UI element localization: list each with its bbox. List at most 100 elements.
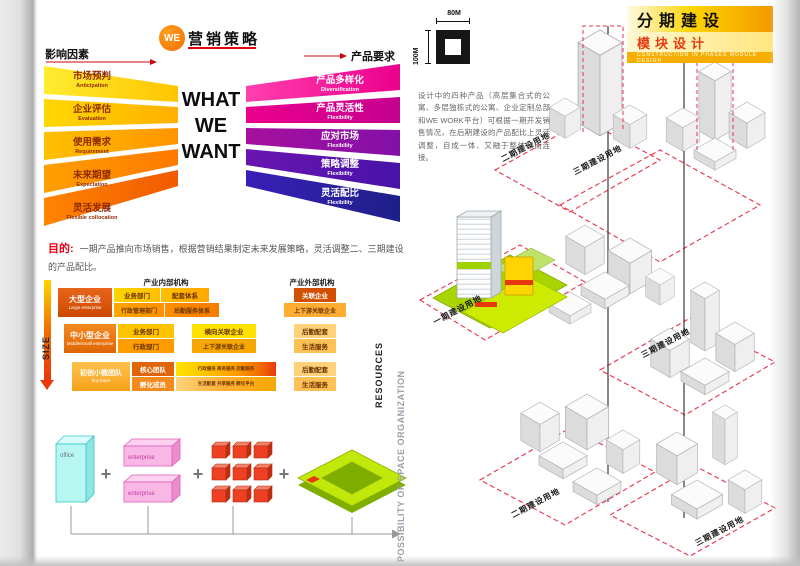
org-row-tiny-team: 初创小微团队 tiny team: [72, 362, 130, 391]
factor-sublabel: Requirement: [75, 149, 109, 155]
left-heading: 影响因素: [45, 49, 89, 61]
plus-sign: +: [101, 464, 112, 484]
scale-tick: [425, 30, 431, 31]
internal-org-header: 产业内部机构: [143, 278, 189, 287]
requirement-label: 灵活配比: [320, 187, 360, 199]
right-arrow-icon: [150, 59, 157, 65]
iso-building: [712, 404, 738, 466]
org-cell: 业务部门: [114, 288, 160, 302]
phase-label: 二期建设用地: [509, 486, 561, 520]
funnel-right-labels: 产品多样化 Diversification 产品灵活性 Flexibility …: [316, 74, 364, 206]
org-cell-external: 后勤配套: [294, 324, 336, 338]
factor-sublabel: Anticipation: [76, 83, 108, 89]
org-cell: 行政部门: [118, 339, 174, 353]
red-accent: [306, 476, 320, 483]
funnel-right-bars: [246, 64, 400, 222]
office-label: office: [60, 453, 75, 459]
possibility-vertical-label: POSSIBILITY OF SPACE ORGANIZATION: [396, 370, 406, 562]
purpose-label: 目的:: [48, 243, 74, 255]
enterprise-box: enterprise: [122, 474, 182, 503]
enterprise-label: enterprise: [128, 455, 155, 461]
org-row-label: 初创小微团队: [80, 369, 122, 377]
funnel-left-labels: 市场预判 Anticipation 企业评估 Evaluation 使用需求 R…: [66, 70, 118, 221]
org-cell: 上下游关联企业: [192, 339, 256, 353]
unit-cubes-grid: [211, 441, 273, 503]
iso-building: [693, 137, 737, 171]
requirement-label: 产品灵活性: [316, 102, 364, 114]
size-axis-label: SIZE: [41, 335, 51, 360]
org-row-large-enterprise: 大型企业 Large enterprise: [58, 288, 112, 317]
phase-label: 三期建设用地: [571, 143, 623, 177]
enterprise-box: enterprise: [122, 438, 182, 467]
iso-building: [665, 107, 701, 152]
org-row-label: 中小型企业: [70, 331, 110, 341]
iso-building: [572, 467, 622, 506]
what-we-want-text: WHAT WE WANT: [173, 87, 249, 165]
factor-label: 市场预判: [73, 70, 111, 82]
org-cell-external: 上下游关联企业: [284, 303, 346, 317]
org-cell: 横向关联企业: [192, 324, 256, 338]
org-cell-external: 后勤配套: [294, 362, 336, 376]
org-cell-segmented: 生活配套 共享服务 孵化平台: [176, 377, 276, 391]
scale-tick: [436, 18, 437, 24]
plus-sign: +: [193, 464, 204, 484]
iso-building: [549, 97, 581, 139]
requirement-label: 策略调整: [320, 158, 360, 170]
center-line: WANT: [181, 141, 241, 163]
iso-building: [520, 401, 560, 452]
right-arrow-icon: [392, 529, 401, 539]
requirement-sublabel: Flexibility: [327, 143, 353, 149]
iso-building: [690, 281, 720, 352]
org-row-middle-small-enterprise: 中小型企业 Middle/small enterprise: [64, 324, 116, 353]
building-cluster-bottom: [520, 393, 641, 506]
size-arrowhead-icon: [40, 380, 54, 390]
site-axonometric-diagram: 二期建设用地 三期建设用地 一期建设用地 三期建设用地 二期建设用地 三期建设用…: [418, 25, 777, 557]
marketing-title: 营销策略: [188, 31, 261, 48]
org-cell: 业务部门: [118, 324, 174, 338]
iso-building: [727, 469, 763, 514]
scale-tick: [425, 63, 431, 64]
marketing-funnel-graphic: 市场预判 Anticipation 企业评估 Evaluation 使用需求 R…: [44, 53, 400, 226]
requirement-label: 产品多样化: [316, 74, 364, 86]
red-band: [475, 302, 497, 307]
requirement-sublabel: Flexibility: [327, 171, 353, 177]
red-band: [505, 280, 533, 285]
scale-width-label: 80M: [447, 10, 461, 17]
center-line: WE: [194, 115, 228, 137]
right-arrow-icon: [340, 53, 347, 59]
requirement-sublabel: Flexibility: [327, 200, 353, 206]
factor-sublabel: Flexible collocation: [66, 215, 118, 221]
phasing-description: 设计中的四种产品（高层集合式的公寓、多层独栋式的公寓、企业定制总部和WE WOR…: [418, 91, 550, 162]
phase-label: 三期建设用地: [693, 514, 745, 548]
size-arrow-bar: [44, 280, 51, 380]
iso-building: [565, 224, 605, 275]
green-platform: [297, 449, 407, 513]
funnel-left-bars: [44, 66, 178, 226]
org-cell: 孵化成员: [132, 377, 174, 391]
resources-axis-label: RESOURCES: [374, 341, 384, 408]
enterprise-label: enterprise: [128, 491, 155, 497]
heading-arrows: [46, 53, 347, 65]
factor-label: 使用需求: [72, 136, 112, 148]
building-cluster-top-right: [665, 61, 766, 171]
building-cluster-middle: [548, 224, 675, 325]
org-row-sublabel: Large enterprise: [68, 304, 102, 310]
plus-sign: +: [279, 464, 290, 484]
org-cell-external: 生活服务: [294, 339, 336, 353]
factor-sublabel: Expectation: [76, 182, 108, 188]
org-cell-external: 生活服务: [294, 377, 336, 391]
office-box: office: [55, 435, 95, 503]
iso-building: [715, 321, 755, 372]
space-formula-graphic: office + enterprise enterprise + +: [55, 435, 407, 539]
scale-square-icon: [436, 30, 470, 64]
title-subtitle-strip: CONSTRUCTION IN PHASES MODULE DESIGN: [627, 52, 773, 64]
iso-building: [698, 61, 732, 141]
org-cell: 后勤服务体系: [165, 303, 219, 317]
scale-dim-line-h: [436, 21, 470, 22]
iso-building: [656, 431, 698, 486]
phase-one-building: [432, 210, 568, 334]
external-org-header: 产业外部机构: [289, 278, 335, 287]
org-cell: 核心团队: [132, 362, 174, 376]
factor-label: 未来期望: [72, 169, 112, 181]
iso-building: [605, 429, 641, 474]
